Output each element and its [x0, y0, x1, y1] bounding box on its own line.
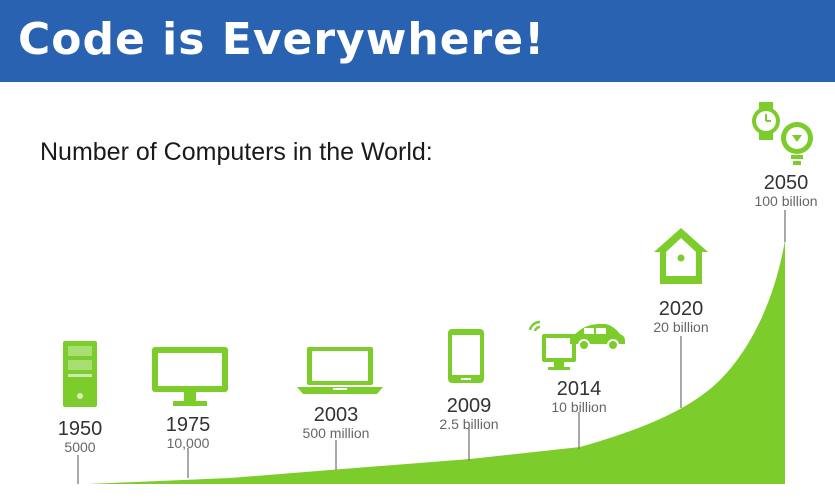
milestone-year: 1950 — [57, 418, 103, 440]
milestone-year: 2009 — [446, 395, 492, 417]
smart-home-icon — [654, 228, 708, 284]
connected-tv-car-icon — [528, 320, 625, 370]
desktop-monitor-icon — [152, 347, 228, 406]
milestone-2003: 2003 500 million — [286, 404, 386, 441]
laptop-icon — [297, 347, 383, 394]
milestone-1975: 1975 10,000 — [148, 414, 228, 451]
milestone-count: 10 billion — [551, 399, 607, 415]
milestone-count: 500 million — [302, 425, 370, 441]
growth-area — [88, 240, 785, 484]
milestone-1950: 1950 5000 — [40, 418, 120, 455]
tower-computer-icon — [63, 341, 97, 407]
milestone-count: 20 billion — [653, 319, 709, 335]
smartphone-icon — [448, 329, 484, 383]
leader-lines — [77, 210, 786, 484]
milestone-year: 2020 — [658, 298, 704, 320]
chart-subtitle: Number of Computers in the World: — [40, 138, 433, 166]
page-title: Code is Everywhere! — [18, 14, 546, 65]
milestone-year: 1975 — [165, 414, 211, 436]
milestone-2050: 2050 100 billion — [741, 172, 831, 209]
milestone-year: 2050 — [763, 172, 809, 194]
title-banner: Code is Everywhere! — [0, 0, 835, 82]
milestone-count: 5000 — [64, 439, 96, 455]
milestone-2014: 2014 10 billion — [537, 378, 621, 415]
milestone-count: 100 billion — [754, 193, 818, 209]
milestone-count: 10,000 — [166, 435, 210, 451]
milestone-count: 2.5 billion — [439, 416, 499, 432]
milestone-year: 2003 — [313, 404, 359, 426]
milestone-year: 2014 — [556, 378, 602, 400]
milestone-2020: 2020 20 billion — [639, 298, 723, 335]
milestone-2009: 2009 2.5 billion — [424, 395, 514, 432]
smartwatch-bulb-icon — [752, 102, 813, 165]
